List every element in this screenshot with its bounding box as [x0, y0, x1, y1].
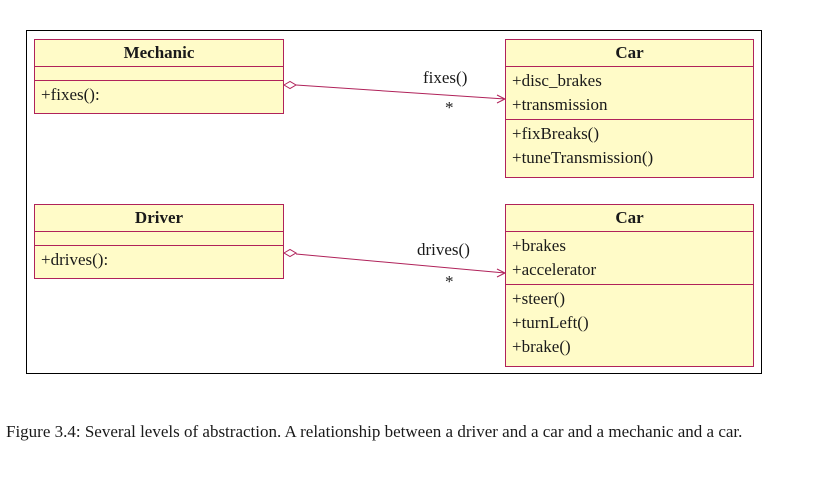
attribute-accelerator: +accelerator [512, 260, 597, 279]
class-driver: Driver +drives(): [34, 204, 284, 279]
operation-tune-transmission: +tuneTransmission() [512, 148, 654, 167]
class-mechanic: Mechanic +fixes(): [34, 39, 284, 114]
attribute-brakes: +brakes [512, 236, 566, 255]
operation-fixes: +fixes(): [41, 85, 100, 104]
diagram-frame [26, 30, 762, 374]
association-fixes-multiplicity: * [445, 98, 454, 117]
class-driver-name: Driver [35, 205, 283, 232]
class-mechanic-attributes [35, 67, 283, 81]
operation-turn-left: +turnLeft() [512, 313, 589, 332]
class-car-top-operations: +fixBreaks() +tuneTransmission() [506, 120, 753, 172]
association-fixes-label: fixes() [423, 68, 468, 87]
attribute-transmission: +transmission [512, 95, 608, 114]
class-driver-operations: +drives(): [35, 246, 283, 274]
association-drives-label: drives() [417, 240, 470, 259]
operation-brake: +brake() [512, 337, 571, 356]
association-drives-multiplicity: * [445, 272, 454, 291]
class-car-bottom-operations: +steer() +turnLeft() +brake() [506, 285, 753, 361]
operation-steer: +steer() [512, 289, 566, 308]
class-mechanic-name: Mechanic [35, 40, 283, 67]
class-driver-attributes [35, 232, 283, 246]
operation-fix-breaks: +fixBreaks() [512, 124, 600, 143]
class-car-top: Car +disc_brakes +transmission +fixBreak… [505, 39, 754, 178]
class-car-bottom-attributes: +brakes +accelerator [506, 232, 753, 285]
attribute-disc-brakes: +disc_brakes [512, 71, 602, 90]
class-car-top-attributes: +disc_brakes +transmission [506, 67, 753, 120]
class-car-top-name: Car [506, 40, 753, 67]
figure-caption: Figure 3.4: Several levels of abstractio… [6, 422, 743, 441]
class-car-bottom: Car +brakes +accelerator +steer() +turnL… [505, 204, 754, 367]
class-car-bottom-name: Car [506, 205, 753, 232]
operation-drives: +drives(): [41, 250, 109, 269]
class-mechanic-operations: +fixes(): [35, 81, 283, 109]
